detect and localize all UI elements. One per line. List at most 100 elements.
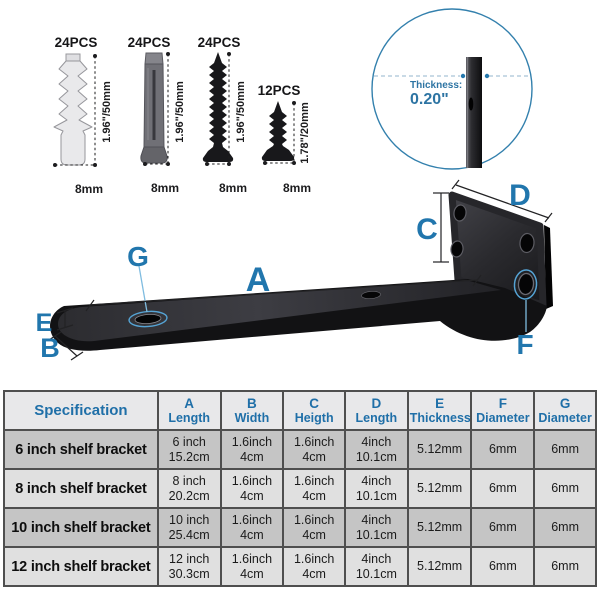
cell-line: 10.1cm (355, 449, 397, 464)
shelf-bracket-illustration: A B C D E F G (36, 179, 553, 363)
qty-label: 12PCS (258, 83, 301, 98)
column-letter: G (559, 395, 571, 411)
cell-line: 4cm (302, 566, 326, 581)
thickness-detail-inset: Thickness: 0.20" (371, 8, 533, 170)
cell-line: 10 inch (169, 512, 210, 527)
dim-dot (166, 52, 170, 56)
arm-hole-g (134, 313, 162, 325)
cell-line: 20.2cm (168, 488, 210, 503)
bracket-plate-side (544, 225, 553, 309)
cell-line: 6mm (488, 520, 517, 534)
cell-line: 4cm (302, 488, 326, 503)
cell-line: 6mm (488, 481, 517, 495)
width-dimension-label: 8mm (219, 181, 247, 195)
cell-line: 5.12mm (417, 559, 463, 573)
dim-dot (263, 161, 267, 165)
bracket-arm-top (57, 280, 501, 342)
cell-line: 1.6inch (231, 473, 273, 488)
cell-line: 5.12mm (417, 520, 463, 534)
cell-line: 6mm (551, 559, 579, 573)
column-word: Length (168, 410, 211, 425)
cell-line: 10.1cm (355, 488, 397, 503)
cell-line: 6mm (551, 442, 579, 456)
value-cell: 5.12mm (406, 546, 473, 587)
value-cell: 6mm (533, 507, 597, 548)
cell-line: 30.3cm (168, 566, 210, 581)
dim-label-a: A (246, 261, 271, 299)
bracket-side-view-bar (466, 57, 482, 168)
hardware-item-long-screw: 24PCS 1.96"/50mm 8mm (198, 35, 247, 195)
gray-anchor-foot (140, 146, 168, 164)
column-letter: D (371, 395, 382, 411)
column-word: Diameter (476, 410, 530, 425)
dim-dot (484, 73, 490, 79)
hardware-item-gray-anchor: 24PCS 1.96"/50mm 8mm (128, 35, 186, 195)
cell-line: 1.6inch (293, 434, 335, 449)
qty-label: 24PCS (55, 35, 98, 50)
dimension-line-c (433, 192, 449, 263)
column-header-a: A Length (156, 390, 222, 431)
dim-dot (227, 162, 231, 166)
dim-label-b: B (40, 333, 60, 363)
spec-cell: 8 inch shelf bracket (3, 468, 159, 509)
arm-hole (361, 291, 381, 299)
column-word: Heigth (294, 410, 334, 425)
dim-dot (227, 52, 231, 56)
plate-hole (519, 232, 535, 254)
cell-line: 1.6inch (293, 551, 335, 566)
dim-dot (292, 101, 296, 105)
value-cell: 5.12mm (406, 468, 473, 509)
hardware-item-white-anchor: 24PCS 1.96"/50mm 8mm (53, 35, 113, 196)
bar-slot-hole (468, 97, 474, 111)
header-row: Specification A Length B Width C Heigth … (3, 390, 597, 431)
cell-line: 6mm (551, 520, 579, 534)
thickness-label: Thickness: (410, 80, 462, 91)
value-cell: 6mm (533, 546, 597, 587)
leader-line-g (138, 265, 148, 313)
value-cell: 6mm (470, 507, 536, 548)
column-header-d: D Length (344, 390, 409, 431)
qty-label: 24PCS (198, 35, 241, 50)
column-header-specification: Specification (3, 390, 159, 431)
value-cell: 6mm (470, 468, 536, 509)
specification-table-wrap: Specification A Length B Width C Heigth … (3, 390, 597, 587)
column-letter: F (498, 395, 507, 411)
column-header-g: G Diameter (533, 390, 597, 431)
cell-line: 25.4cm (168, 527, 210, 542)
dim-label-g: G (127, 241, 149, 272)
dimension-line-e (56, 307, 74, 331)
diagram-canvas: 24PCS 1.96"/50mm 8mm 24PCS 1.96"/50mm (36, 8, 553, 363)
plate-hole (450, 240, 464, 258)
width-dimension-label: 8mm (283, 181, 311, 195)
dim-dot (93, 163, 97, 167)
height-dimension-label: 1.96"/50mm (174, 81, 186, 143)
width-dimension-label: 8mm (75, 182, 103, 196)
height-dimension-label: 1.96"/50mm (235, 81, 247, 143)
column-header-b: B Width (219, 390, 285, 431)
cell-line: 4cm (240, 449, 264, 464)
column-word: Thickness (409, 410, 471, 425)
cell-line: 4cm (240, 527, 264, 542)
cell-line: 12 inch (169, 551, 210, 566)
column-letter: B (247, 395, 257, 411)
hole-highlight-ring-f (513, 269, 538, 300)
column-header-c: C Heigth (282, 390, 346, 431)
cell-line: 6mm (551, 481, 579, 495)
plate-hole (453, 204, 467, 222)
value-cell: 6mm (533, 429, 597, 470)
value-cell: 5.12mm (406, 429, 473, 470)
plate-hole-f (517, 272, 535, 296)
dim-dot (460, 73, 466, 79)
